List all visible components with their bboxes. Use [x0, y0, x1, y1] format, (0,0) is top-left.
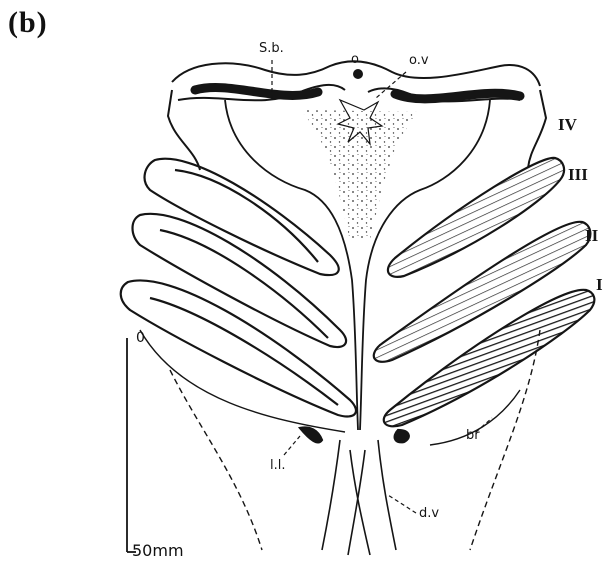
- panel-label: (b): [8, 6, 48, 40]
- label-sb: S.b.: [259, 41, 284, 56]
- label-dv: d.v: [419, 506, 439, 521]
- label-arch-i: I: [596, 275, 603, 295]
- lower-vessels: [322, 440, 396, 555]
- label-arch-ii: II: [585, 226, 598, 246]
- label-ov: o.v: [409, 53, 429, 68]
- left-gill-arches: [121, 159, 356, 550]
- label-arch-iii: III: [568, 165, 588, 185]
- label-br: br: [466, 428, 480, 443]
- label-arch-iv: IV: [558, 115, 577, 135]
- label-ll: l.l.: [270, 458, 286, 473]
- scale-bar: [127, 338, 136, 552]
- label-o: o: [351, 52, 359, 67]
- right-gill-arches: [374, 158, 595, 550]
- scale-length-label: 50mm: [132, 541, 184, 560]
- scale-zero-label: 0: [136, 330, 145, 346]
